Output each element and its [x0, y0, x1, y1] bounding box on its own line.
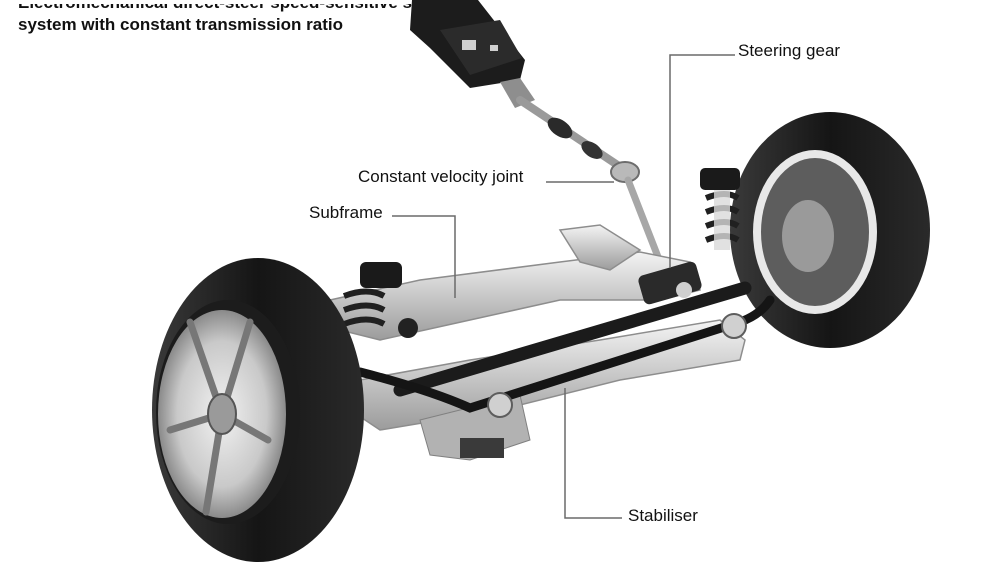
- diagram-title: Electromechanical direct-steer speed-sen…: [18, 0, 469, 36]
- left-strut: [342, 262, 418, 338]
- left-wheel: [152, 258, 364, 562]
- subframe-label: Subframe: [309, 203, 383, 222]
- right-strut: [700, 168, 740, 250]
- title-line-2: system with constant transmission ratio: [18, 15, 343, 34]
- constant-velocity-joint-label: Constant velocity joint: [358, 167, 524, 186]
- stabiliser-label: Stabiliser: [628, 506, 698, 525]
- steering-column: [410, 0, 629, 174]
- leader-stabiliser: [564, 388, 622, 519]
- leader-subframe: [392, 215, 456, 298]
- callout-leaders: [392, 54, 735, 519]
- stabiliser-bar: [355, 295, 775, 418]
- title-line-1: Electromechanical direct-steer speed-sen…: [18, 0, 469, 12]
- right-wheel: [730, 112, 930, 348]
- leader-steering-gear: [669, 54, 735, 268]
- steering-gear-label: Steering gear: [738, 41, 841, 60]
- constant-velocity-joint: [610, 161, 664, 266]
- steering-gear: [393, 261, 752, 397]
